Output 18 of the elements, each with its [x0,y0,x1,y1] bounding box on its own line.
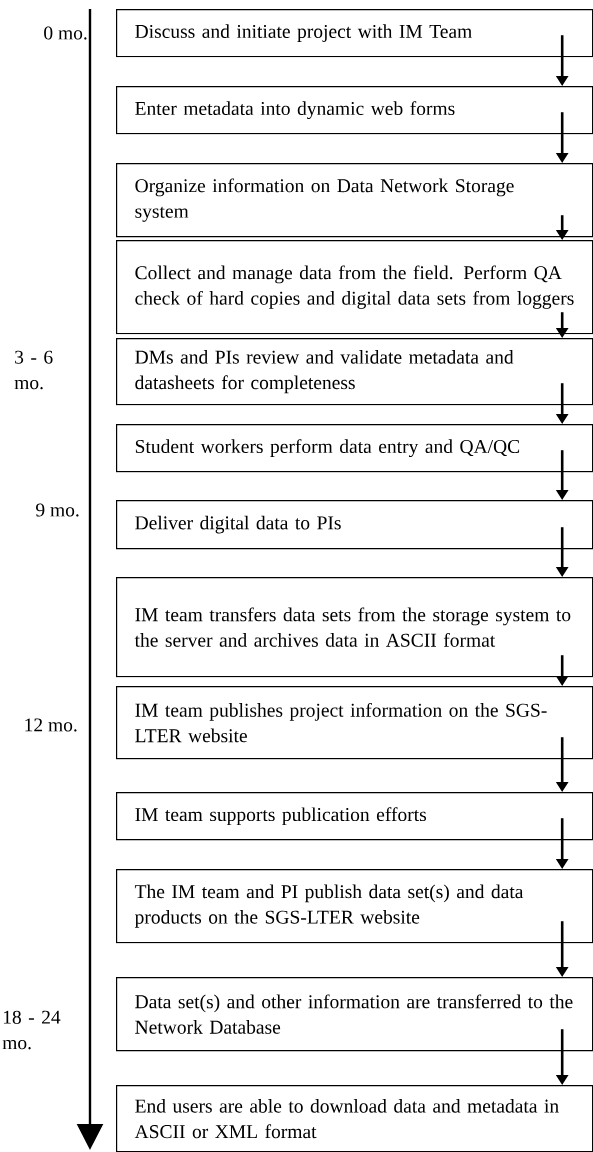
process-box: Collect and manage data from the field. Perform QA check of hard copies and digital data sets from loggers [116,240,593,335]
process-box: Deliver digital data to PIs [116,500,593,550]
time-label: 0 mo. [44,26,87,40]
process-box: IM team transfers data sets from the storage system to the server and archives data in ASCII format [116,577,593,678]
process-box: DMs and PIs review and validate metadata and datasheets for completeness [116,338,593,406]
process-box: Organize information on Data Network Storage system [116,163,593,238]
process-box: IM team supports publication efforts [116,792,593,841]
process-box: The IM team and PI publish data set(s) and data products on the SGS-LTER website [116,869,593,944]
process-box: End users are able to download data and metadata in ASCII or XML format [116,1085,593,1152]
process-box: IM team publishes project information on the SGS-LTER website [116,686,593,760]
process-box: Student workers perform data entry and QA/QC [116,424,593,473]
time-label: 9 mo. [36,503,79,517]
process-box: Data set(s) and other information are transferred to the Network Database [116,977,593,1052]
process-box: Enter metadata into dynamic web forms [116,86,593,135]
process-box: Discuss and initiate project with IM Team [116,9,593,58]
time-label: 3 - 6 mo. [14,350,53,390]
time-label: 12 mo. [25,718,77,732]
time-label: 18 - 24 mo. [2,1010,61,1050]
